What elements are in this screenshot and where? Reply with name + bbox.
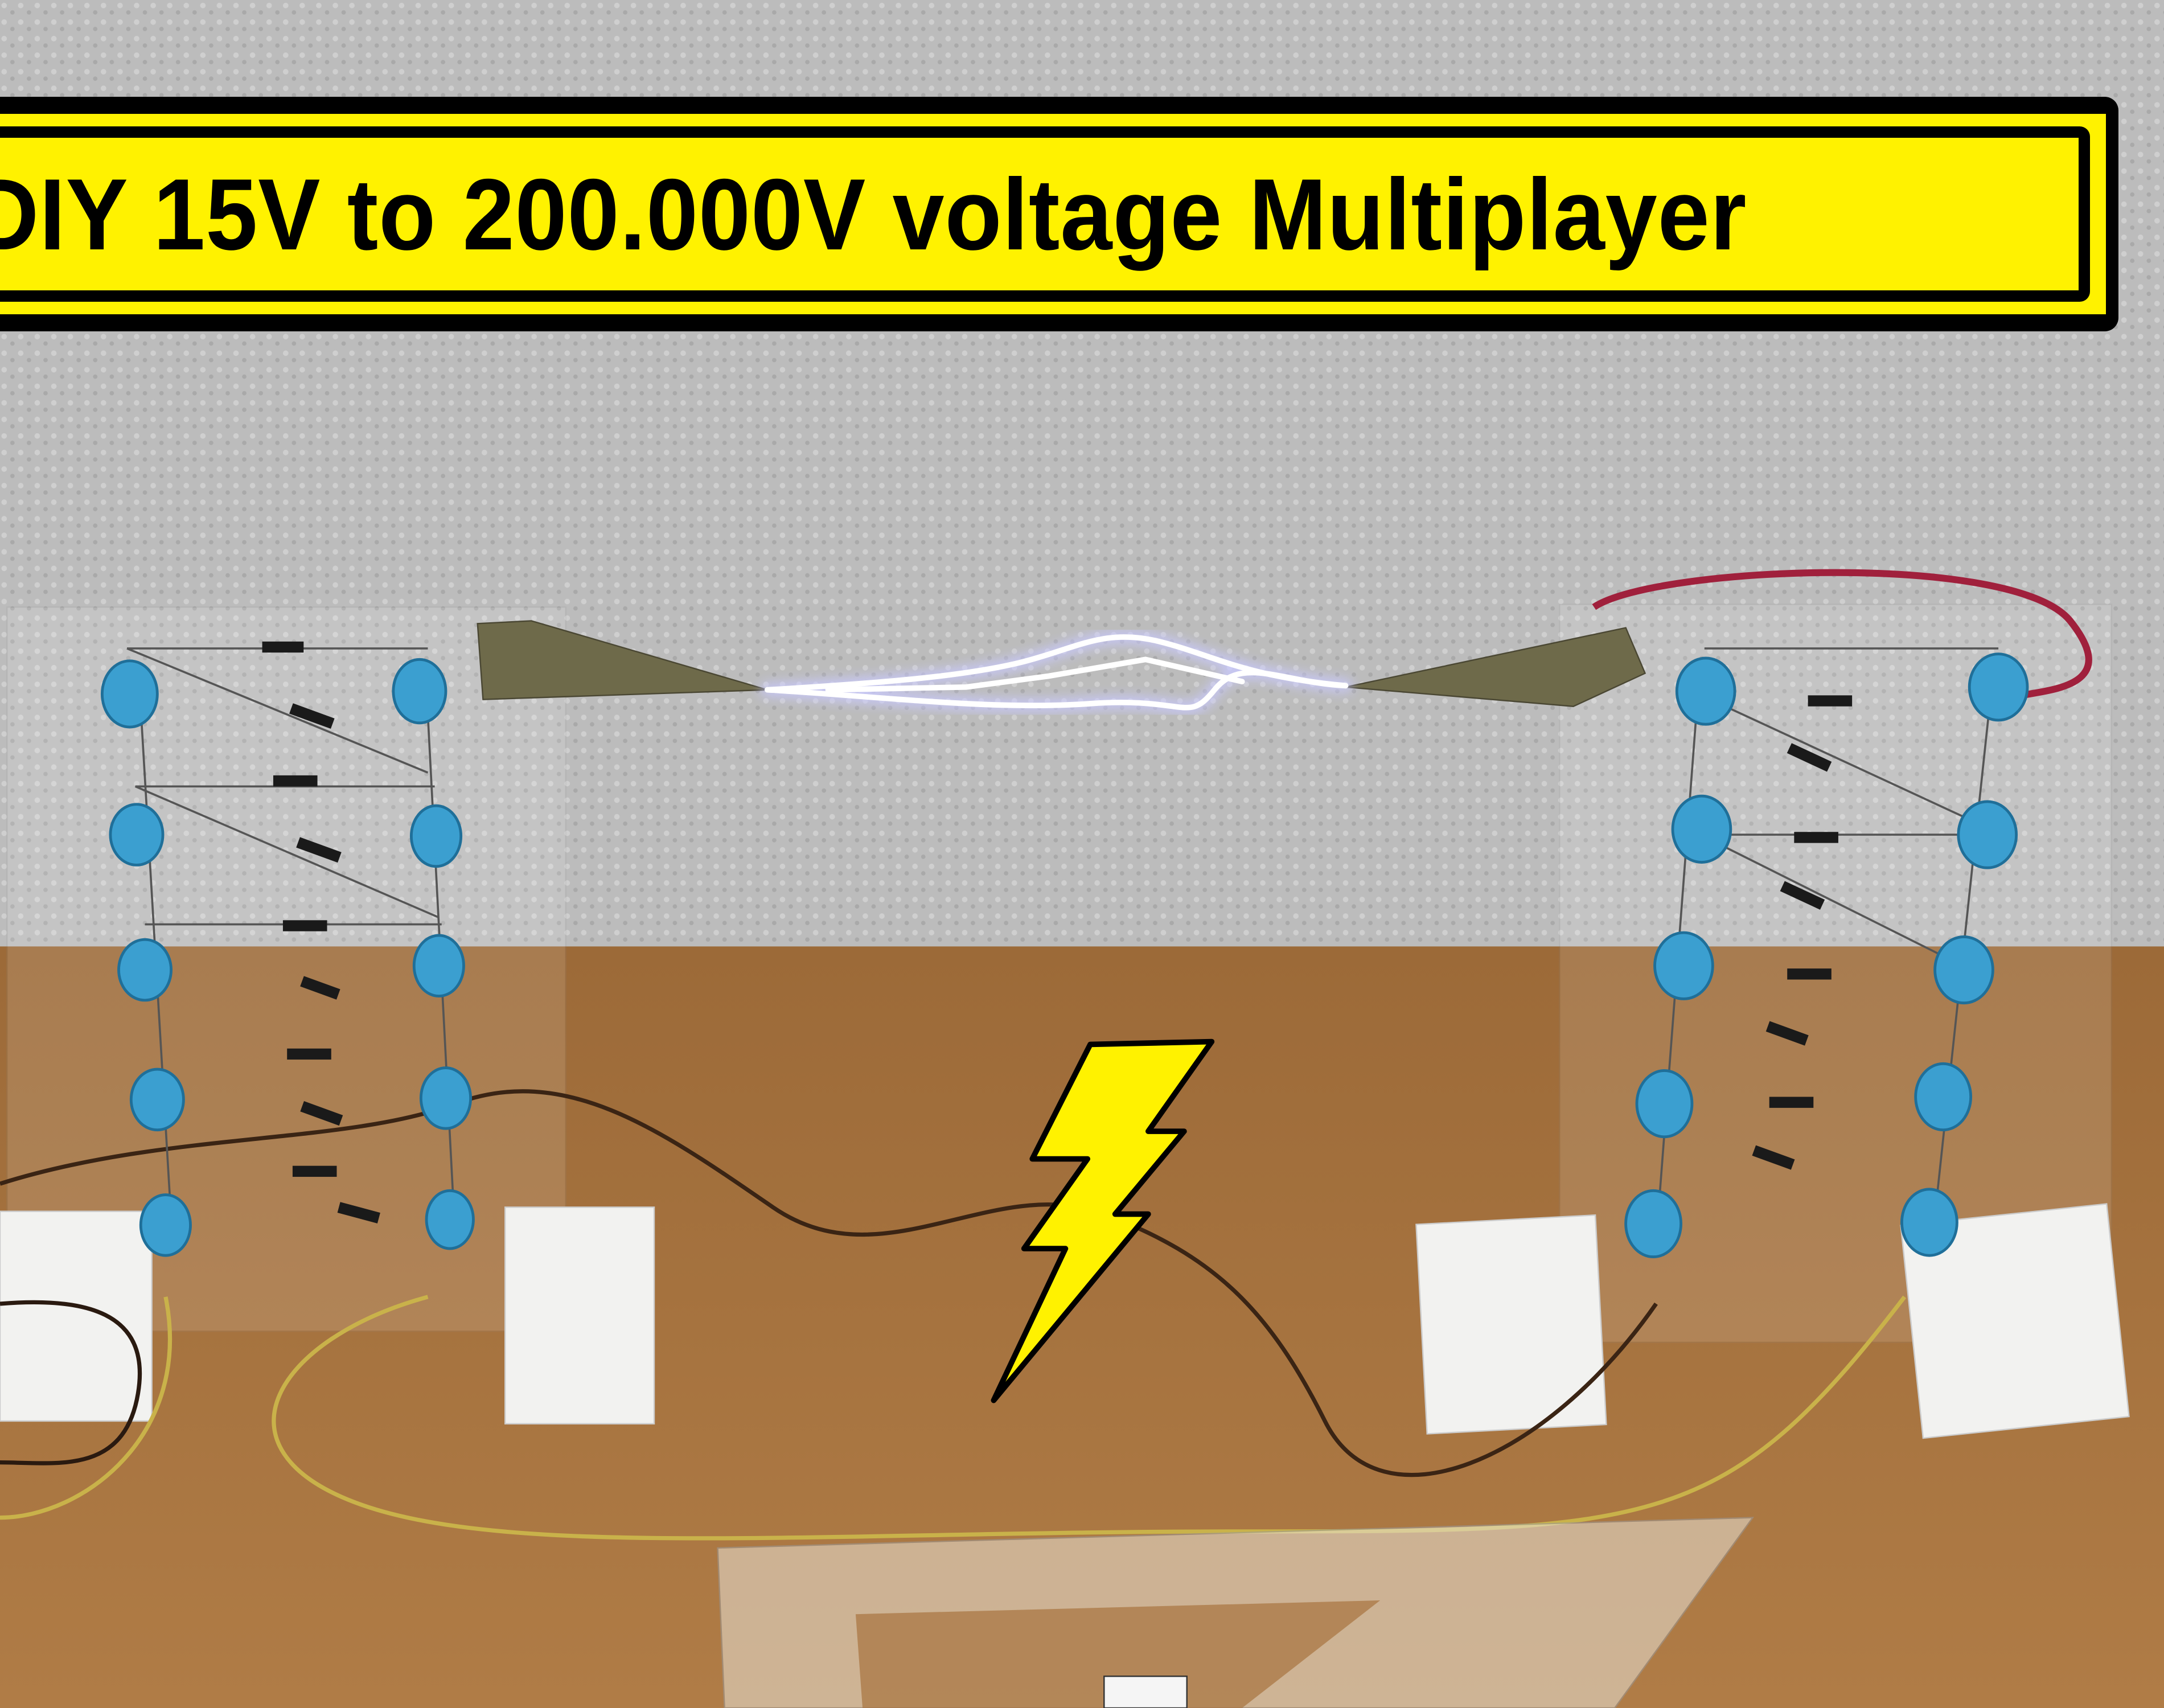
- title-banner: DIY 15V to 200.000V voltage Multiplayer: [0, 97, 2118, 331]
- banner-title: DIY 15V to 200.000V voltage Multiplayer: [0, 157, 1747, 271]
- electric-arc: [760, 630, 1353, 715]
- electrode-right: [1345, 627, 1646, 707]
- banner-inner-frame: DIY 15V to 200.000V voltage Multiplayer: [0, 126, 2090, 302]
- lightning-bolt-icon: [991, 1038, 1215, 1403]
- white-blocks: [0, 1203, 2130, 1439]
- set-square: [717, 1517, 1755, 1708]
- capacitors: [100, 652, 2029, 1259]
- wires: [0, 569, 2092, 1541]
- diodes: [262, 641, 1853, 1223]
